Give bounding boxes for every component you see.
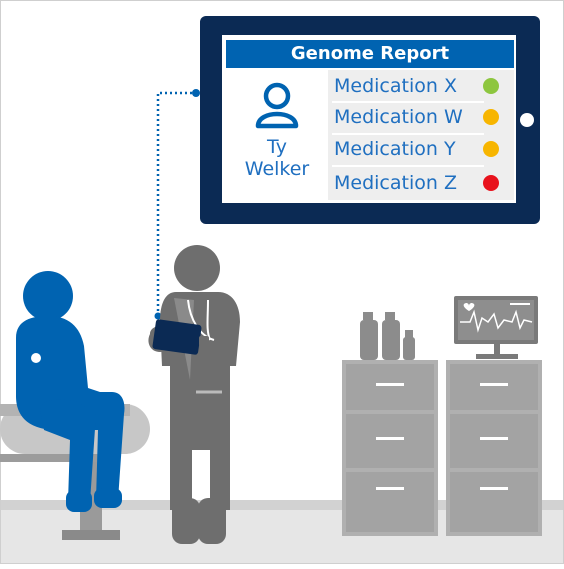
medication-item-x: Medication X [334,75,457,97]
heart-icon [463,302,475,311]
connector-start-dot [154,312,162,320]
medication-item-w: Medication W [334,106,463,128]
heartbeat-line [460,309,533,333]
status-dot [483,141,499,157]
medicine-bottles [360,312,415,360]
connector-end-dot [192,89,200,97]
patient-last-name: Welker [244,158,310,180]
user-icon [255,82,299,129]
patient-panel [226,70,326,200]
patient-figure [16,271,125,512]
report-header-bar [226,40,514,68]
report-title: Genome Report [290,43,450,64]
status-dot [483,109,499,125]
wall-tablet [200,16,540,224]
medication-item-z: Medication Z [334,172,457,194]
cabinet-left [342,360,438,536]
floor-baseboard [0,500,564,510]
tablet-home-button [520,113,534,127]
patient-first-name: Ty [267,136,287,158]
patient-name: Ty Welker [232,136,322,180]
clipboard-tablet [152,319,209,355]
vitals-monitor [454,296,538,359]
cabinet-right [446,360,542,536]
status-dot [483,175,499,191]
stethoscope-contact [31,353,41,363]
medication-item-y: Medication Y [334,138,456,160]
status-dot [483,78,499,94]
